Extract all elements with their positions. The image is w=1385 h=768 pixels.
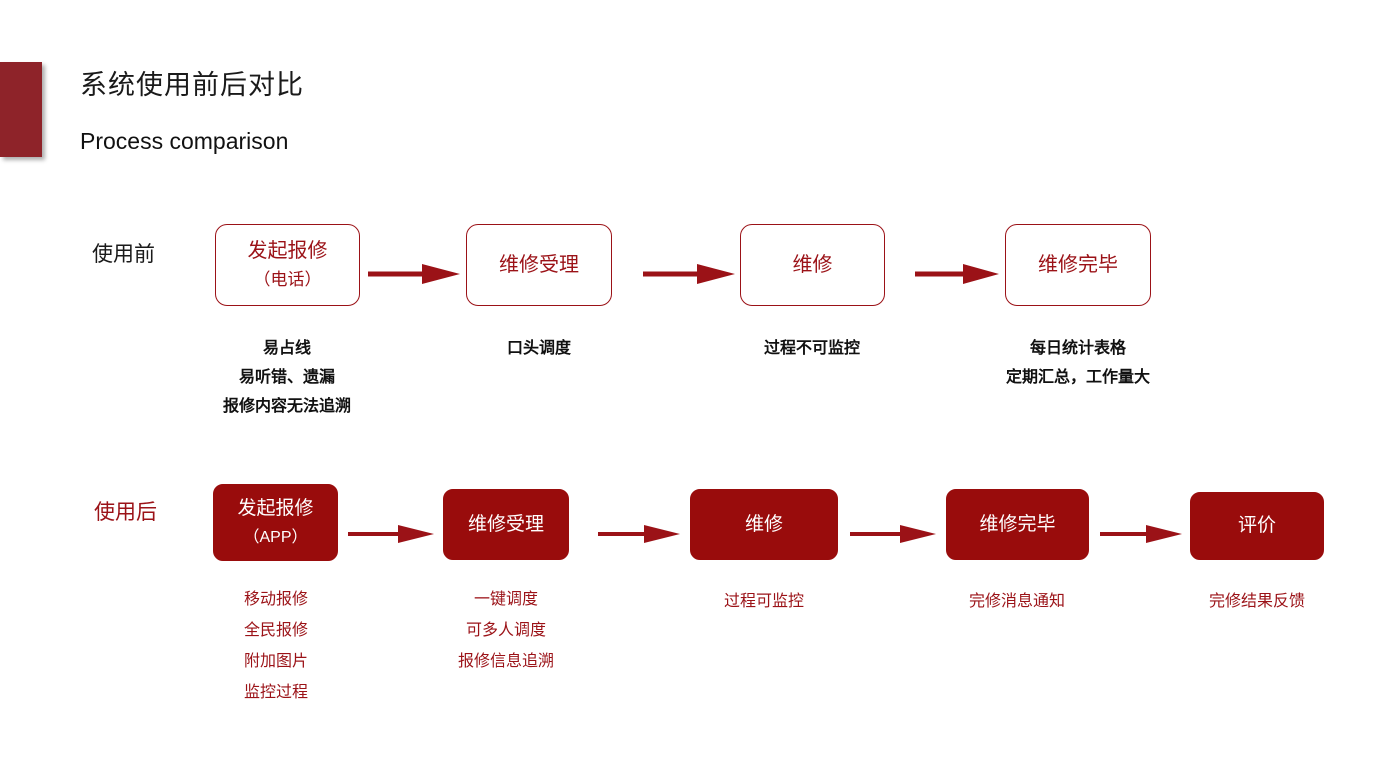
page-subtitle: Process comparison — [80, 128, 289, 154]
flow-box-after-4[interactable]: 维修完毕 — [946, 489, 1089, 560]
flow-box-label: 发起报修 — [247, 240, 328, 262]
flow-box-after-2[interactable]: 维修受理 — [443, 489, 569, 560]
flow-box-after-3[interactable]: 维修 — [690, 489, 838, 560]
caption-line: 监控过程 — [243, 682, 308, 701]
caption-line: 过程可监控 — [723, 591, 804, 610]
arrow-after-2 — [598, 523, 680, 545]
flow-box-sublabel: （APP） — [243, 528, 308, 546]
arrow-before-3 — [915, 262, 999, 286]
caption-line: 附加图片 — [243, 651, 308, 670]
caption-line: 报修内容无法追溯 — [222, 396, 351, 415]
caption-line: 一键调度 — [473, 589, 538, 608]
caption-before-2: 口头调度 — [419, 333, 659, 362]
caption-line: 移动报修 — [243, 589, 308, 608]
caption-line: 过程不可监控 — [763, 338, 860, 357]
caption-line: 可多人调度 — [465, 620, 546, 639]
flow-box-label: 发起报修 — [237, 497, 314, 519]
flow-box-before-1[interactable]: 发起报修 （电话） — [215, 224, 360, 306]
caption-after-1: 移动报修 全民报修 附加图片 监控过程 — [156, 583, 396, 707]
caption-line: 全民报修 — [243, 620, 308, 639]
caption-line: 口头调度 — [506, 338, 571, 357]
caption-line: 易占线 — [262, 338, 311, 357]
caption-line: 易听错、遗漏 — [238, 367, 335, 386]
caption-line: 完修结果反馈 — [1208, 591, 1305, 610]
caption-after-4: 完修消息通知 — [897, 585, 1137, 616]
caption-after-5: 完修结果反馈 — [1137, 585, 1377, 616]
flow-box-label: 维修 — [744, 513, 783, 535]
flow-box-label: 维修 — [792, 254, 833, 276]
caption-line: 每日统计表格 — [1029, 338, 1126, 357]
caption-after-2: 一键调度 可多人调度 报修信息追溯 — [386, 583, 626, 676]
flow-box-label: 维修完毕 — [1038, 254, 1118, 276]
flow-box-after-1[interactable]: 发起报修 （APP） — [213, 484, 338, 561]
flow-box-after-5[interactable]: 评价 — [1190, 492, 1324, 560]
arrow-after-4 — [1100, 523, 1182, 545]
flow-box-label: 维修受理 — [499, 254, 579, 276]
row-label-before: 使用前 — [92, 242, 155, 266]
caption-line: 完修消息通知 — [968, 591, 1065, 610]
flow-box-before-4[interactable]: 维修完毕 — [1005, 224, 1151, 306]
page-title: 系统使用前后对比 — [80, 70, 304, 101]
caption-before-1: 易占线 易听错、遗漏 报修内容无法追溯 — [167, 333, 407, 420]
caption-after-3: 过程可监控 — [644, 585, 884, 616]
flow-box-before-3[interactable]: 维修 — [740, 224, 885, 306]
flow-box-label: 评价 — [1237, 515, 1276, 536]
arrow-after-1 — [348, 523, 434, 545]
flow-box-label: 维修受理 — [467, 513, 544, 535]
flow-box-before-2[interactable]: 维修受理 — [466, 224, 612, 306]
caption-before-4: 每日统计表格 定期汇总，工作量大 — [958, 333, 1198, 391]
row-label-after: 使用后 — [94, 500, 157, 524]
arrow-before-2 — [643, 262, 735, 286]
caption-before-3: 过程不可监控 — [692, 333, 932, 362]
flow-box-label: 维修完毕 — [979, 513, 1056, 535]
caption-line: 定期汇总，工作量大 — [1005, 367, 1150, 386]
accent-bar — [0, 62, 42, 157]
arrow-after-3 — [850, 523, 936, 545]
arrow-before-1 — [368, 262, 460, 286]
flow-box-sublabel: （电话） — [253, 270, 322, 289]
caption-line: 报修信息追溯 — [457, 651, 554, 670]
